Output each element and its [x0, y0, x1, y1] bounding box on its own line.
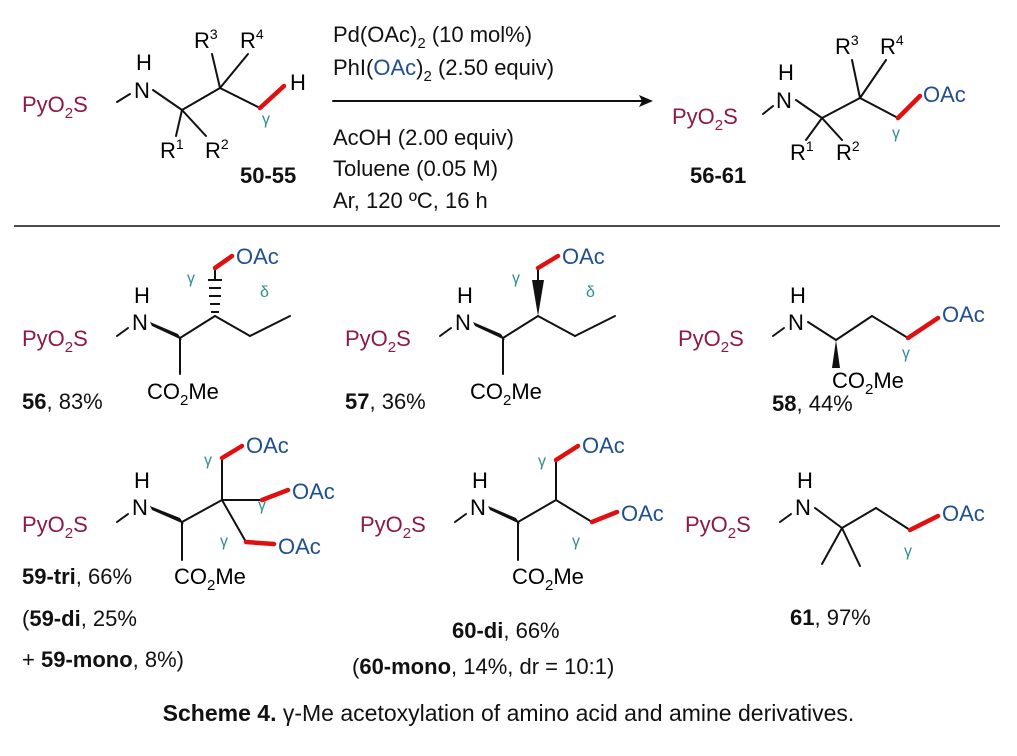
co2me-label: CO2Me	[512, 564, 584, 594]
compound-60-mono-note: (60-mono, 14%, dr = 10:1)	[352, 654, 614, 679]
co2me-label: CO2Me	[174, 564, 246, 594]
reaction-conditions: Pd(OAc)2 (10 mol%) PhI(OAc)2 (2.50 equiv…	[332, 22, 653, 213]
caption-text: γ-Me acetoxylation of amino acid and ami…	[276, 700, 855, 726]
reaction-arrow-head	[639, 95, 653, 107]
compound-61: PyO2S H N OAc γ 61, 97%	[685, 468, 985, 630]
condition-oxidant: PhI(OAc)2 (2.50 equiv)	[333, 55, 554, 85]
nh-n-label: N	[470, 495, 486, 520]
nh-n-label: N	[788, 310, 804, 335]
gamma-label: γ	[904, 543, 912, 560]
compound-56: PyO2S H N CO2Me OAc γ δ 56, 83%	[22, 244, 291, 414]
nh-n-label: N	[132, 495, 148, 520]
nh-n-label: N	[134, 78, 150, 103]
scheme-caption: Scheme 4. γ-Me acetoxylation of amino ac…	[0, 700, 1017, 727]
gamma-label: γ	[538, 453, 546, 470]
co2me-label: CO2Me	[470, 379, 542, 409]
substrate-label: 50-55	[240, 163, 296, 188]
compound-60-yield: 60-di, 66%	[452, 618, 560, 643]
compound-59-mono-note: + 59-mono, 8%)	[22, 647, 184, 672]
nh-h-label: H	[778, 60, 794, 85]
oac-label: OAc	[923, 82, 966, 107]
nh-h-label: H	[136, 50, 152, 75]
nh-h-label: H	[134, 283, 150, 308]
oac-label-top: OAc	[246, 433, 289, 458]
pyo2s-label: PyO2S	[22, 92, 88, 122]
gamma-label: γ	[572, 533, 580, 550]
pyo2s-label: PyO2S	[22, 326, 88, 356]
terminal-h-label: H	[290, 70, 306, 95]
compound-58-yield: 58, 44%	[772, 391, 853, 416]
nh-n-label: N	[455, 310, 471, 335]
gamma-label: γ	[262, 111, 270, 128]
r1-label: R1	[790, 138, 814, 165]
oac-label: OAc	[942, 501, 985, 526]
pyo2s-label: PyO2S	[672, 104, 738, 134]
r4-label: R4	[880, 32, 904, 59]
compound-57: PyO2S H N CO2Me OAc γ δ 57, 36%	[345, 244, 616, 414]
compound-61-yield: 61, 97%	[790, 605, 871, 630]
nh-h-label: H	[797, 468, 813, 493]
r3-label: R3	[194, 26, 218, 53]
gamma-label: γ	[258, 497, 266, 514]
gamma-label: γ	[892, 125, 900, 142]
compound-59: PyO2S H N CO2Me OAc OAc OAc γ γ γ 59-tri…	[22, 433, 335, 672]
r1-label: R1	[160, 136, 184, 163]
nh-h-label: H	[457, 283, 473, 308]
oac-label-bottom: OAc	[278, 534, 321, 559]
oac-label-side: OAc	[621, 501, 664, 526]
compound-60: PyO2S H N CO2Me OAc OAc γ γ 60-di, 66% (…	[352, 433, 664, 679]
pyo2s-label: PyO2S	[360, 512, 426, 542]
condition-solvent: Toluene (0.05 M)	[333, 156, 498, 181]
co2me-label: CO2Me	[147, 379, 219, 409]
condition-catalyst: Pd(OAc)2 (10 mol%)	[333, 22, 532, 52]
gamma-label: γ	[902, 345, 910, 362]
product-structure: PyO2S H N R3 R4 R1 R2 OAc γ 56-61	[672, 32, 966, 188]
oac-label: OAc	[942, 302, 985, 327]
oac-label: OAc	[236, 244, 279, 269]
reaction-scheme: PyO2S H N H R3 R4 R1 R2 γ 50-55 Pd(OAc)2…	[14, 22, 1000, 679]
nh-n-label: N	[132, 310, 148, 335]
nh-n-label: N	[776, 88, 792, 113]
gamma-label: γ	[512, 270, 520, 287]
gamma-label: γ	[187, 270, 195, 287]
pyo2s-label: PyO2S	[678, 326, 744, 356]
pyo2s-label: PyO2S	[22, 512, 88, 542]
caption-label: Scheme 4.	[162, 700, 277, 726]
r3-label: R3	[835, 32, 859, 59]
r2-label: R2	[205, 136, 229, 163]
r4-label: R4	[240, 26, 264, 53]
compound-56-yield: 56, 83%	[22, 389, 103, 414]
oac-label-mid: OAc	[292, 479, 335, 504]
compound-58: PyO2S H N CO2Me OAc γ 58, 44%	[678, 283, 985, 416]
co2me-label: CO2Me	[832, 368, 904, 398]
nh-n-label: N	[795, 495, 811, 520]
oac-label: OAc	[562, 244, 605, 269]
delta-label: δ	[260, 284, 269, 301]
r2-label: R2	[836, 138, 860, 165]
condition-acid: AcOH (2.00 equiv)	[333, 125, 514, 150]
compound-59-di-note: (59-di, 25%	[22, 606, 137, 631]
gamma-label: γ	[204, 452, 212, 469]
oac-label-top: OAc	[582, 433, 625, 458]
nh-h-label: H	[134, 468, 150, 493]
gamma-label: γ	[220, 533, 228, 550]
pyo2s-label: PyO2S	[345, 326, 411, 356]
compound-57-yield: 57, 36%	[345, 389, 426, 414]
substrate-structure: PyO2S H N H R3 R4 R1 R2 γ 50-55	[22, 26, 306, 188]
delta-label: δ	[586, 284, 595, 301]
product-label: 56-61	[690, 163, 746, 188]
compound-59-yield: 59-tri, 66%	[22, 564, 132, 589]
pyo2s-label: PyO2S	[685, 512, 751, 542]
nh-h-label: H	[790, 283, 806, 308]
nh-h-label: H	[472, 468, 488, 493]
condition-atmosphere: Ar, 120 ºC, 16 h	[333, 188, 488, 213]
